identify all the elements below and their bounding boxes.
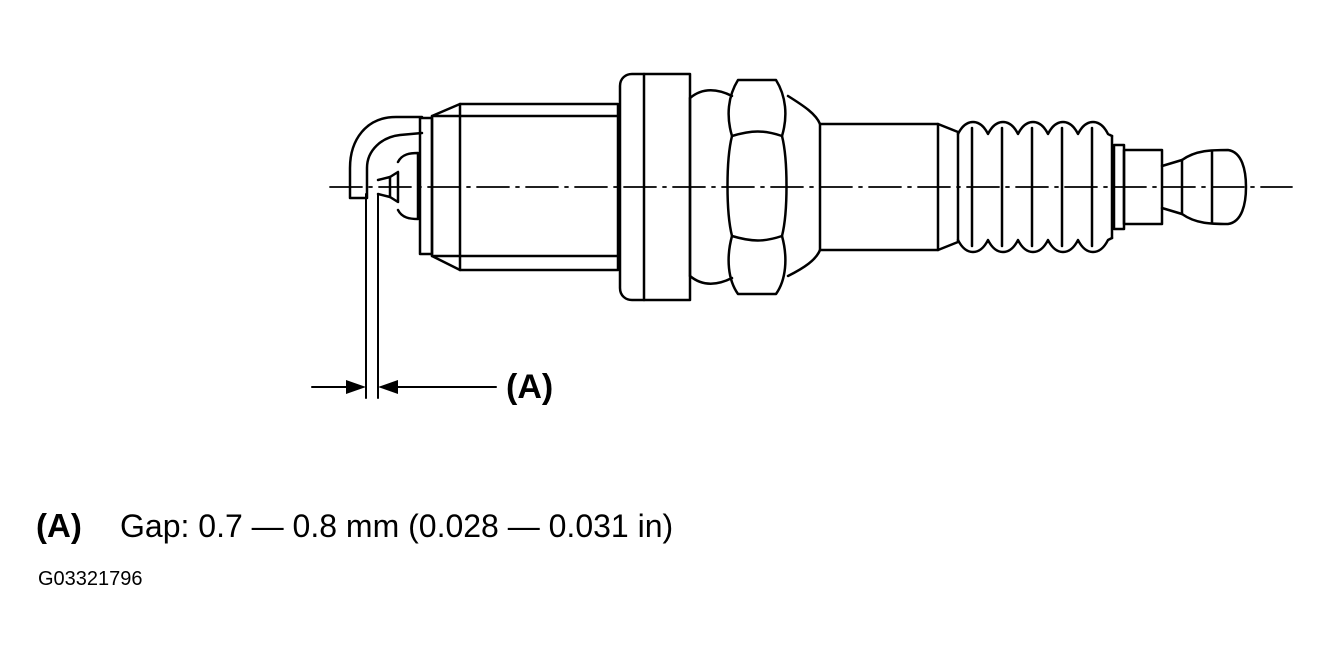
legend-row: (A) Gap: 0.7 — 0.8 mm (0.028 — 0.031 in) (36, 504, 673, 548)
insulator-ribs (956, 120, 1114, 254)
gasket-ring (618, 72, 692, 302)
left-arrowhead (346, 380, 366, 394)
upper-crimp (786, 94, 822, 278)
terminal (1112, 143, 1248, 231)
gap-dimension (311, 193, 497, 399)
threaded-shell (418, 102, 620, 272)
hex-nut (726, 78, 788, 296)
gap-callout-label: (A) (506, 368, 553, 406)
legend-key: (A) (36, 507, 82, 544)
legend-text: Gap: 0.7 — 0.8 mm (0.028 — 0.031 in) (120, 507, 674, 544)
center-electrode (376, 151, 420, 221)
ground-electrode (348, 115, 424, 200)
figure-id: G03321796 (38, 568, 143, 590)
gap-arrowheads (346, 380, 398, 394)
crimp-section (688, 89, 734, 285)
right-arrowhead (378, 380, 398, 394)
